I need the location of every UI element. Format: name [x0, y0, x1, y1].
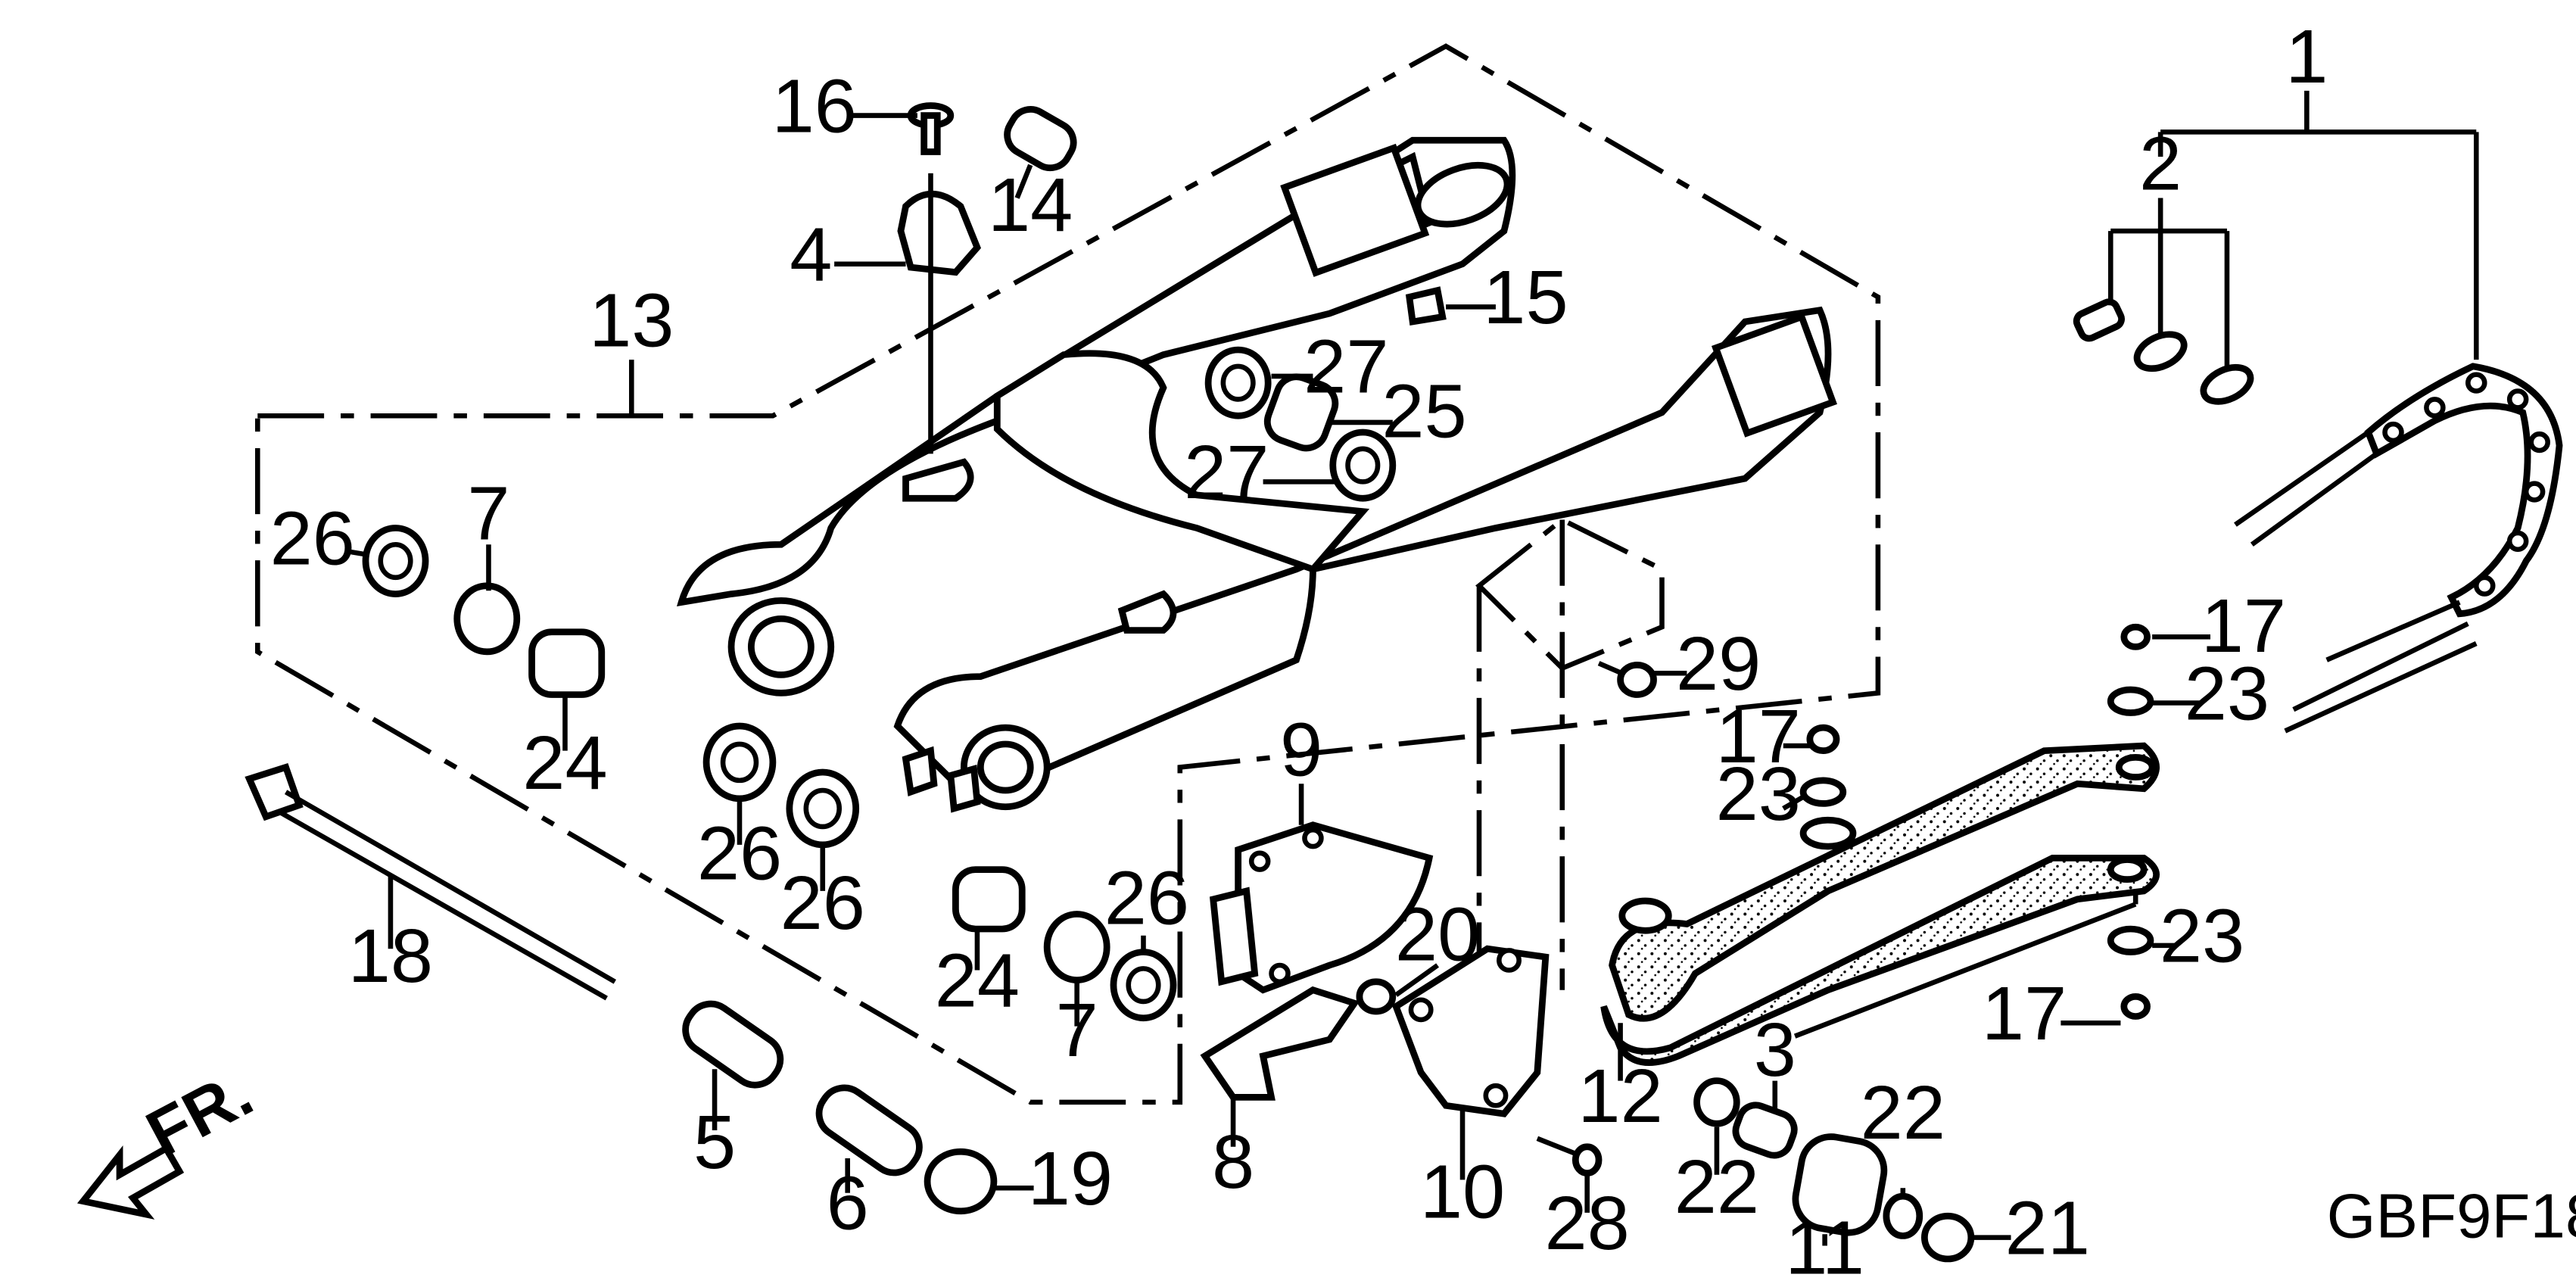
- guide-plates: [1200, 821, 1550, 1117]
- callout-15: 15: [1483, 256, 1568, 341]
- callout-28: 28: [1545, 1181, 1630, 1266]
- front-direction-arrow: FR.: [76, 1056, 264, 1220]
- drive-chain: [2234, 363, 2563, 734]
- callout-24-right: 24: [935, 939, 1020, 1024]
- callout-22-right: 22: [1861, 1070, 1945, 1155]
- callout-19: 19: [1028, 1136, 1113, 1221]
- callout-7-right: 7: [1056, 988, 1098, 1073]
- callout-2: 2: [2139, 122, 2182, 207]
- callout-3: 3: [1754, 1008, 1796, 1092]
- figure-code: GBF9F1800: [2327, 1181, 2576, 1251]
- chain-slider: [1600, 742, 2160, 1066]
- callout-13: 13: [589, 279, 674, 363]
- callout-labels: 1 2 3 4 5 6 7 7 8 9 10 11 12 13 14 15 16…: [270, 14, 2328, 1287]
- callout-8: 8: [1212, 1120, 1254, 1205]
- callout-23-bottom: 23: [2160, 894, 2244, 979]
- callout-24-left: 24: [522, 721, 607, 806]
- callout-26-top-left: 26: [270, 497, 355, 581]
- callout-17-bottom: 17: [1982, 971, 2067, 1056]
- callout-26-pair-left: 26: [697, 812, 782, 896]
- hardware: [245, 102, 2154, 1263]
- leader-lines: [345, 90, 2479, 1246]
- group-outline-swingarm: [255, 43, 1881, 1105]
- callout-26-right: 26: [1104, 856, 1189, 941]
- callout-5: 5: [693, 1100, 736, 1185]
- callout-20: 20: [1395, 893, 1480, 977]
- callout-11: 11: [1785, 1206, 1864, 1287]
- callout-23-mid: 23: [1716, 753, 1801, 837]
- callout-16: 16: [772, 64, 857, 149]
- callout-25: 25: [1381, 369, 1466, 454]
- callout-27-top: 27: [1304, 325, 1388, 410]
- callout-22-left: 22: [1674, 1145, 1759, 1229]
- callout-9: 9: [1280, 708, 1322, 793]
- callout-14: 14: [988, 163, 1073, 248]
- swingarm: [677, 136, 1838, 813]
- callout-23-top: 23: [2185, 652, 2269, 737]
- callout-10: 10: [1420, 1150, 1505, 1235]
- callout-7-left: 7: [467, 472, 509, 556]
- callout-18: 18: [348, 914, 433, 999]
- callout-29: 29: [1676, 622, 1761, 706]
- callout-21: 21: [2005, 1186, 2090, 1271]
- callout-1: 1: [2285, 14, 2328, 99]
- callout-17-mid: 17: [1716, 694, 1801, 779]
- callout-12: 12: [1578, 1054, 1662, 1139]
- callout-4: 4: [790, 213, 832, 298]
- callout-6: 6: [827, 1161, 869, 1246]
- chain-joint-set: [2073, 298, 2254, 405]
- callout-26-pair-right: 26: [780, 861, 865, 946]
- callout-27-bottom: 27: [1184, 431, 1269, 516]
- callout-17-top: 17: [2201, 584, 2286, 668]
